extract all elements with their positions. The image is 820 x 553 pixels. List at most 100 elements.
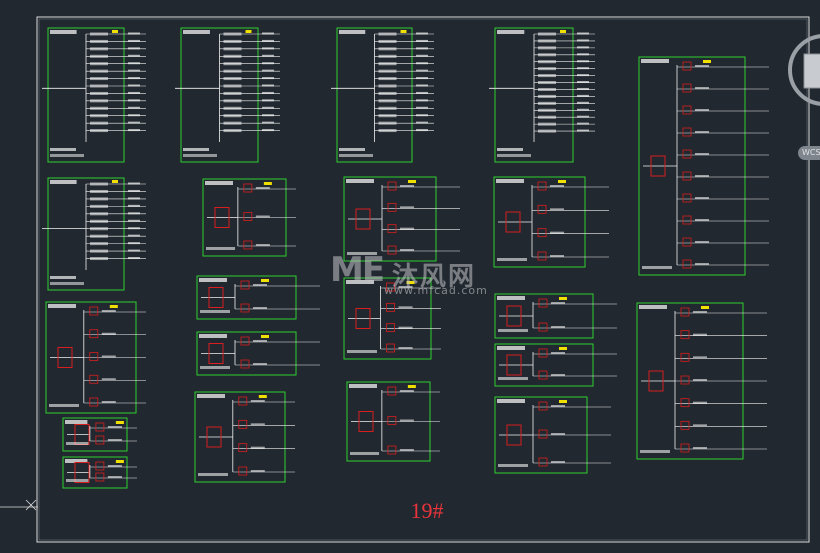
circuit-label [223, 106, 242, 110]
circuit-label [538, 122, 556, 126]
circuit-tag [577, 87, 589, 90]
contactor-box [89, 352, 99, 361]
contactor-box [680, 375, 690, 385]
panel-note [498, 377, 528, 380]
viewcube-face [803, 53, 820, 89]
contactor-box [238, 466, 248, 476]
wcs-button[interactable]: WCS [798, 146, 820, 160]
circuit-label [378, 54, 397, 58]
panel-border [336, 27, 413, 163]
circuit-label [101, 355, 116, 358]
contactor-box [240, 303, 250, 313]
circuit-tag [128, 189, 140, 192]
circuit-tag [128, 212, 140, 215]
contactor-box [682, 171, 692, 181]
panel-note [200, 310, 230, 313]
circuit-label [400, 185, 414, 187]
highlight-mark [109, 305, 118, 308]
circuit-label [250, 423, 265, 426]
highlight-mark [703, 60, 711, 63]
panel-tag [48, 304, 76, 308]
circuit-tag [128, 99, 140, 102]
circuit-label [693, 401, 707, 404]
breaker-box [506, 424, 522, 446]
circuit-label [250, 400, 265, 402]
circuit-label [107, 439, 122, 441]
circuit-label [693, 311, 707, 313]
contactor-box [682, 193, 692, 203]
panel-tag [349, 384, 377, 388]
panel-border [494, 343, 594, 387]
circuit-label [695, 197, 709, 199]
circuit-label [378, 47, 397, 51]
highlight-mark [559, 297, 567, 300]
panel-tag [65, 420, 88, 424]
circuit-label [223, 39, 242, 43]
panel-note [497, 154, 531, 157]
circuit-label [223, 62, 242, 66]
circuit-label [538, 39, 556, 43]
circuit-label [90, 47, 108, 51]
circuit-label [253, 307, 267, 309]
circuit-tag [416, 32, 428, 35]
circuit-tag [416, 54, 428, 57]
circuit-label [695, 131, 709, 133]
circuit-tag [416, 47, 428, 50]
panel-border [180, 27, 259, 163]
outer-border [36, 16, 810, 543]
contactor-box [680, 443, 690, 453]
contactor-box [386, 343, 395, 353]
circuit-label [551, 433, 565, 435]
circuit-tag [262, 91, 274, 94]
circuit-tag [416, 106, 428, 109]
highlight-mark [112, 180, 118, 183]
contactor-box [538, 298, 548, 308]
panel-10 [45, 301, 146, 414]
panel-border [638, 56, 746, 276]
contactor-box [387, 445, 397, 455]
inner-border [38, 18, 808, 541]
panel-note [640, 450, 670, 453]
panel-13 [494, 293, 617, 339]
highlight-mark [115, 460, 124, 463]
panel-17 [62, 417, 137, 452]
panel-note [50, 282, 84, 285]
circuit-tag [128, 54, 140, 57]
circuit-tag [128, 84, 140, 87]
circuit-label [378, 84, 397, 88]
breaker-box [74, 462, 90, 483]
circuit-label [551, 302, 565, 304]
breaker-box [214, 207, 230, 228]
viewcube-icon[interactable] [784, 30, 820, 120]
panel-note [498, 329, 528, 332]
contactor-box [89, 329, 99, 339]
circuit-label [538, 46, 556, 50]
circuit-label [90, 129, 108, 133]
circuit-tag [416, 62, 428, 65]
panel-note [183, 148, 209, 151]
contactor-box [386, 323, 395, 333]
panel-tag [497, 296, 525, 300]
contactor-box [387, 224, 397, 234]
circuit-tag [128, 257, 140, 260]
panel-note [50, 148, 76, 151]
contactor-box [238, 419, 248, 429]
contactor-box [680, 398, 690, 408]
circuit-tag [416, 129, 428, 132]
circuit-label [693, 379, 707, 381]
circuit-label [101, 332, 116, 335]
circuit-label [399, 390, 414, 392]
contactor-box [386, 282, 395, 292]
drawing-frame [36, 16, 810, 543]
circuit-label [400, 227, 414, 230]
circuit-tag [416, 121, 428, 124]
panel-7 [202, 178, 296, 257]
highlight-mark [261, 279, 269, 282]
circuit-tag [577, 115, 589, 118]
contactor-box [682, 149, 692, 159]
circuit-tag [577, 81, 589, 84]
circuit-label [538, 101, 556, 105]
circuit-label [223, 47, 242, 51]
circuit-label [378, 121, 397, 125]
